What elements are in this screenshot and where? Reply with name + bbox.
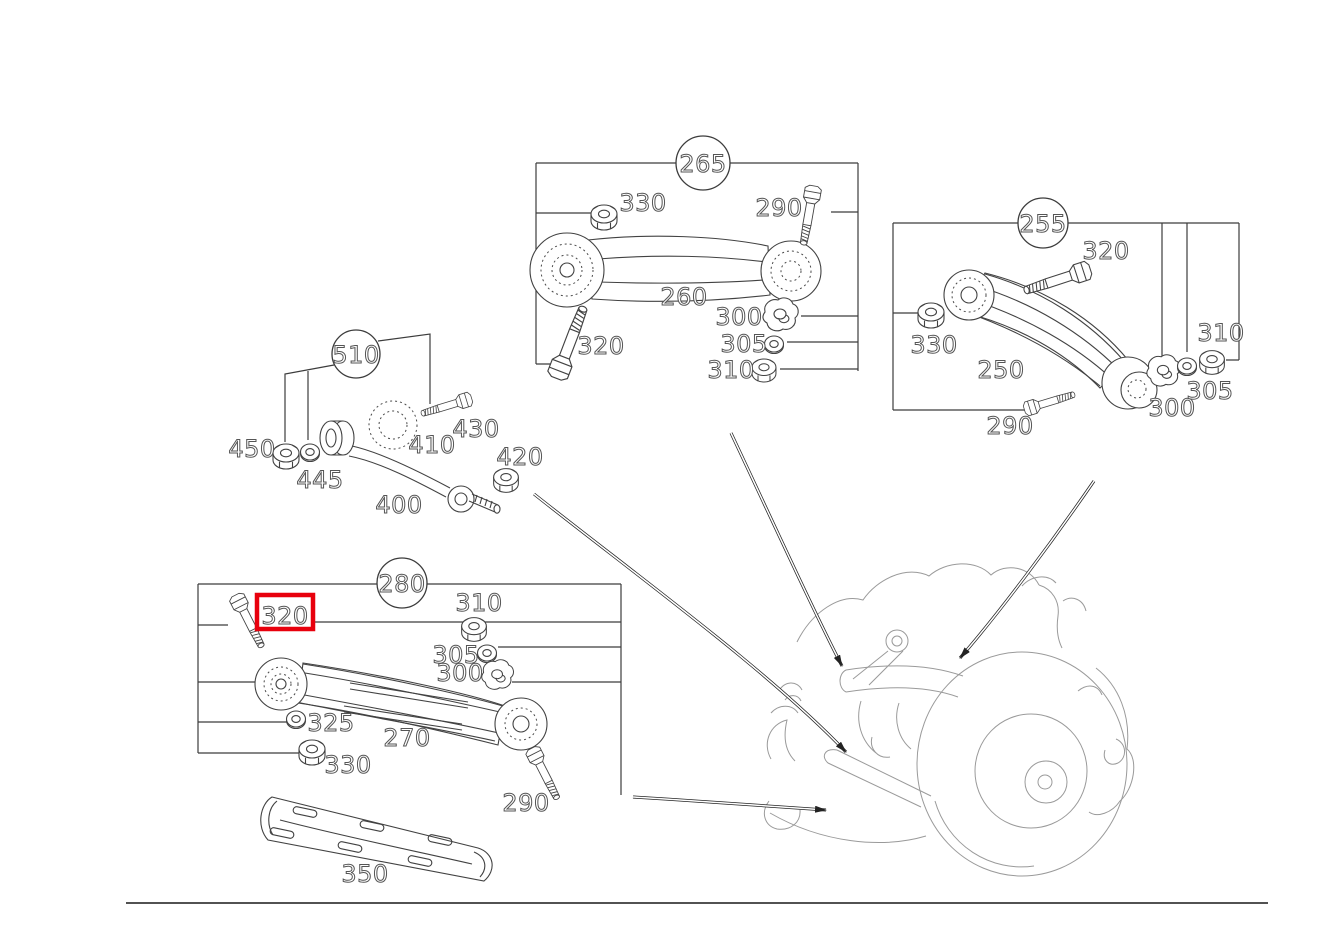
camber-strut-250 (943, 269, 1158, 410)
cam-washer-300 (762, 297, 799, 332)
cam-washer-300 (481, 659, 514, 690)
callout-280-310[interactable]: 310 (455, 589, 503, 618)
cover-plate-350 (260, 796, 493, 882)
callout-280-305[interactable]: 305 (432, 641, 480, 670)
callout-265-305[interactable]: 305 (720, 330, 768, 359)
group-label-265[interactable]: 265 (679, 150, 727, 179)
callout-255-330[interactable]: 330 (910, 331, 958, 360)
nut-330 (590, 204, 618, 231)
group-280: 280 320 310 305 300 325 270 330 290 350 (197, 557, 622, 889)
cam-washer-300 (1146, 354, 1181, 387)
group-circle-265[interactable] (675, 135, 731, 191)
washer-325 (285, 710, 307, 730)
torque-strut-400 (319, 420, 501, 514)
callout-280-300[interactable]: 300 (436, 659, 484, 688)
washer-305 (1176, 357, 1198, 377)
callout-510-410[interactable]: 410 (408, 431, 456, 460)
callout-265-330[interactable]: 330 (619, 189, 667, 218)
callout-255-310[interactable]: 310 (1197, 319, 1245, 348)
nut-330 (298, 739, 326, 766)
group-510: 510 450 445 410 430 420 400 (228, 329, 544, 520)
spring-link-270 (254, 657, 548, 751)
callout-280-290[interactable]: 290 (502, 789, 550, 818)
callout-255-290[interactable]: 290 (986, 412, 1034, 441)
washer-445 (299, 443, 321, 463)
group-255: 255 320 330 250 290 300 305 310 (892, 197, 1245, 441)
callout-280-320-highlighted[interactable]: 320 (261, 602, 309, 631)
highlight-box-320 (254, 592, 316, 632)
nut-450 (272, 443, 300, 470)
axle-assembly-sketch (763, 563, 1135, 877)
group-circle-280[interactable] (376, 557, 428, 609)
group-label-280[interactable]: 280 (378, 570, 426, 599)
callout-280-325[interactable]: 325 (307, 709, 355, 738)
group-circle-255[interactable] (1017, 197, 1069, 249)
callout-255-305[interactable]: 305 (1186, 377, 1234, 406)
callout-510-420[interactable]: 420 (496, 443, 544, 472)
callout-510-445[interactable]: 445 (296, 466, 344, 495)
callout-265-320[interactable]: 320 (577, 332, 625, 361)
callout-280-270[interactable]: 270 (383, 724, 431, 753)
callout-255-320[interactable]: 320 (1082, 237, 1130, 266)
group-circle-510[interactable] (331, 329, 381, 379)
leader-arrows (533, 432, 1096, 813)
nut-310 (751, 358, 777, 383)
callout-510-430[interactable]: 430 (452, 415, 500, 444)
callout-510-400[interactable]: 400 (375, 491, 423, 520)
callout-280-350[interactable]: 350 (341, 860, 389, 889)
callout-265-300[interactable]: 300 (715, 303, 763, 332)
group-label-255[interactable]: 255 (1019, 210, 1067, 239)
callout-265-290[interactable]: 290 (755, 194, 803, 223)
group-label-510[interactable]: 510 (332, 341, 380, 370)
nut-310 (461, 617, 487, 642)
control-arm-260 (529, 232, 822, 308)
nut-310 (1199, 350, 1225, 375)
callout-255-300[interactable]: 300 (1148, 394, 1196, 423)
callout-265-260[interactable]: 260 (660, 283, 708, 312)
bushing-410 (368, 400, 418, 450)
group-265: 265 330 290 260 320 300 305 310 (529, 135, 859, 385)
nut-420 (493, 468, 519, 493)
nut-330 (917, 302, 945, 329)
callout-280-330[interactable]: 330 (324, 751, 372, 780)
callout-510-450[interactable]: 450 (228, 435, 276, 464)
callout-255-250[interactable]: 250 (977, 356, 1025, 385)
callout-265-310[interactable]: 310 (707, 356, 755, 385)
